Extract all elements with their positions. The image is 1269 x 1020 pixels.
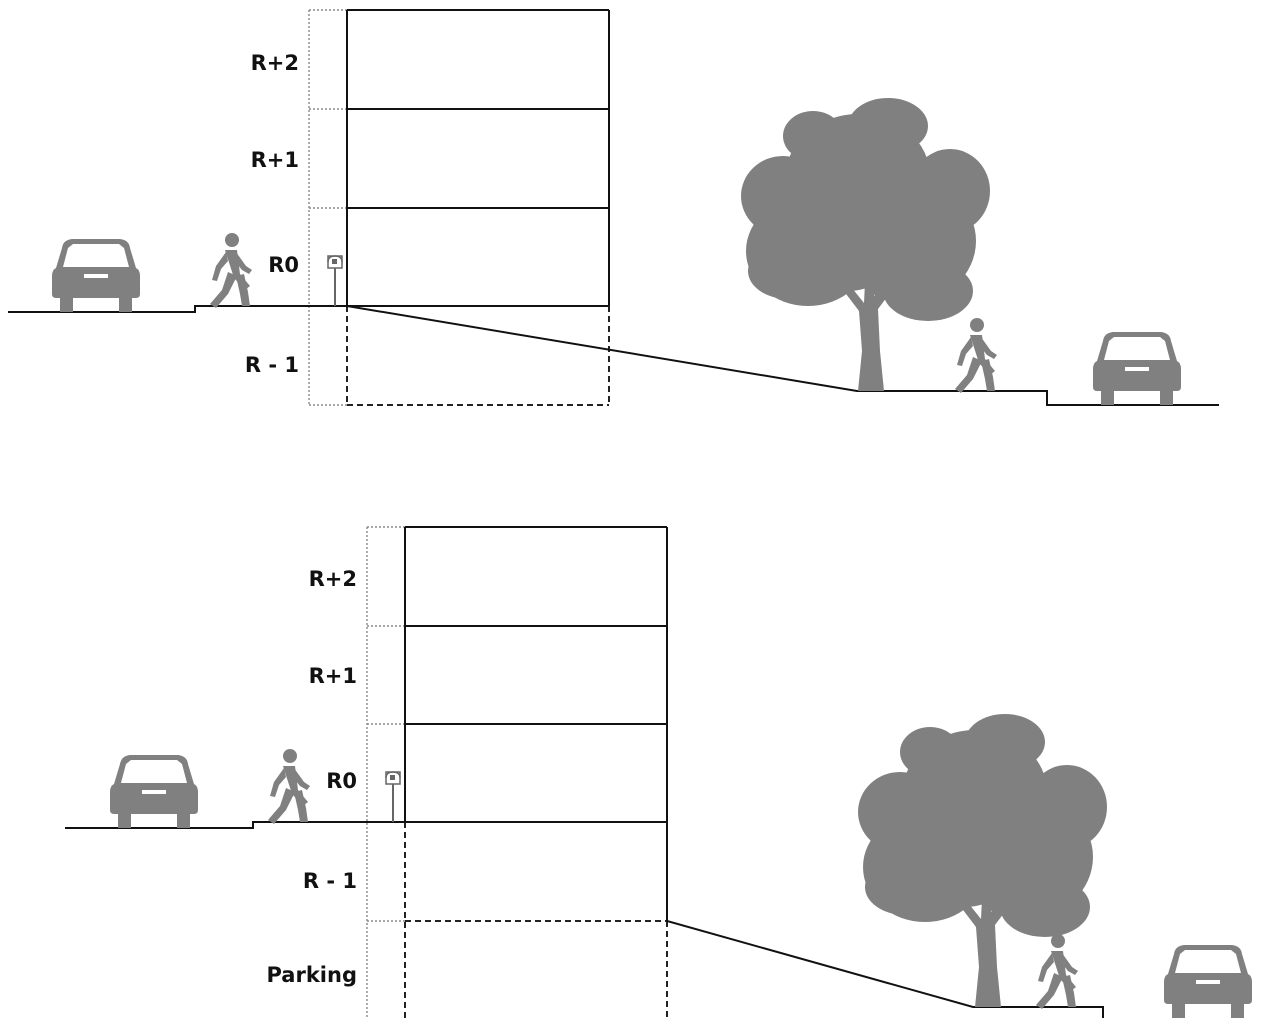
floor-label: R+1: [309, 664, 357, 688]
floor-label: R - 1: [303, 869, 357, 893]
ground-line: [8, 305, 1219, 406]
ground-line: [65, 821, 1104, 1018]
pedestrian-icon: [268, 749, 310, 824]
tree-icon: [858, 714, 1107, 1007]
floor-label: R+2: [309, 567, 357, 591]
building: [404, 526, 668, 1018]
floor-label: R+2: [251, 51, 299, 75]
floor-label: R+1: [251, 148, 299, 172]
bottom-section: R+2 R+1 R0 R - 1 Parking: [65, 526, 1252, 1018]
car-icon: [1164, 945, 1252, 1018]
mailbox-icon: [327, 255, 343, 307]
floor-label: R0: [326, 769, 357, 793]
pedestrian-icon: [210, 233, 252, 308]
building: [346, 9, 610, 406]
facade-strip: [308, 9, 347, 406]
car-icon: [1093, 332, 1181, 405]
facade-strip: [366, 526, 405, 1018]
pedestrian-icon: [955, 318, 997, 393]
top-section: R+2 R+1 R0 R - 1: [8, 9, 1219, 406]
floor-label: R - 1: [245, 353, 299, 377]
floor-label: R0: [268, 253, 299, 277]
car-icon: [52, 239, 140, 312]
car-icon: [110, 755, 198, 828]
tree-icon: [741, 98, 990, 391]
pedestrian-icon: [1036, 934, 1078, 1009]
floor-label: Parking: [266, 963, 357, 987]
mailbox-icon: [385, 771, 401, 823]
